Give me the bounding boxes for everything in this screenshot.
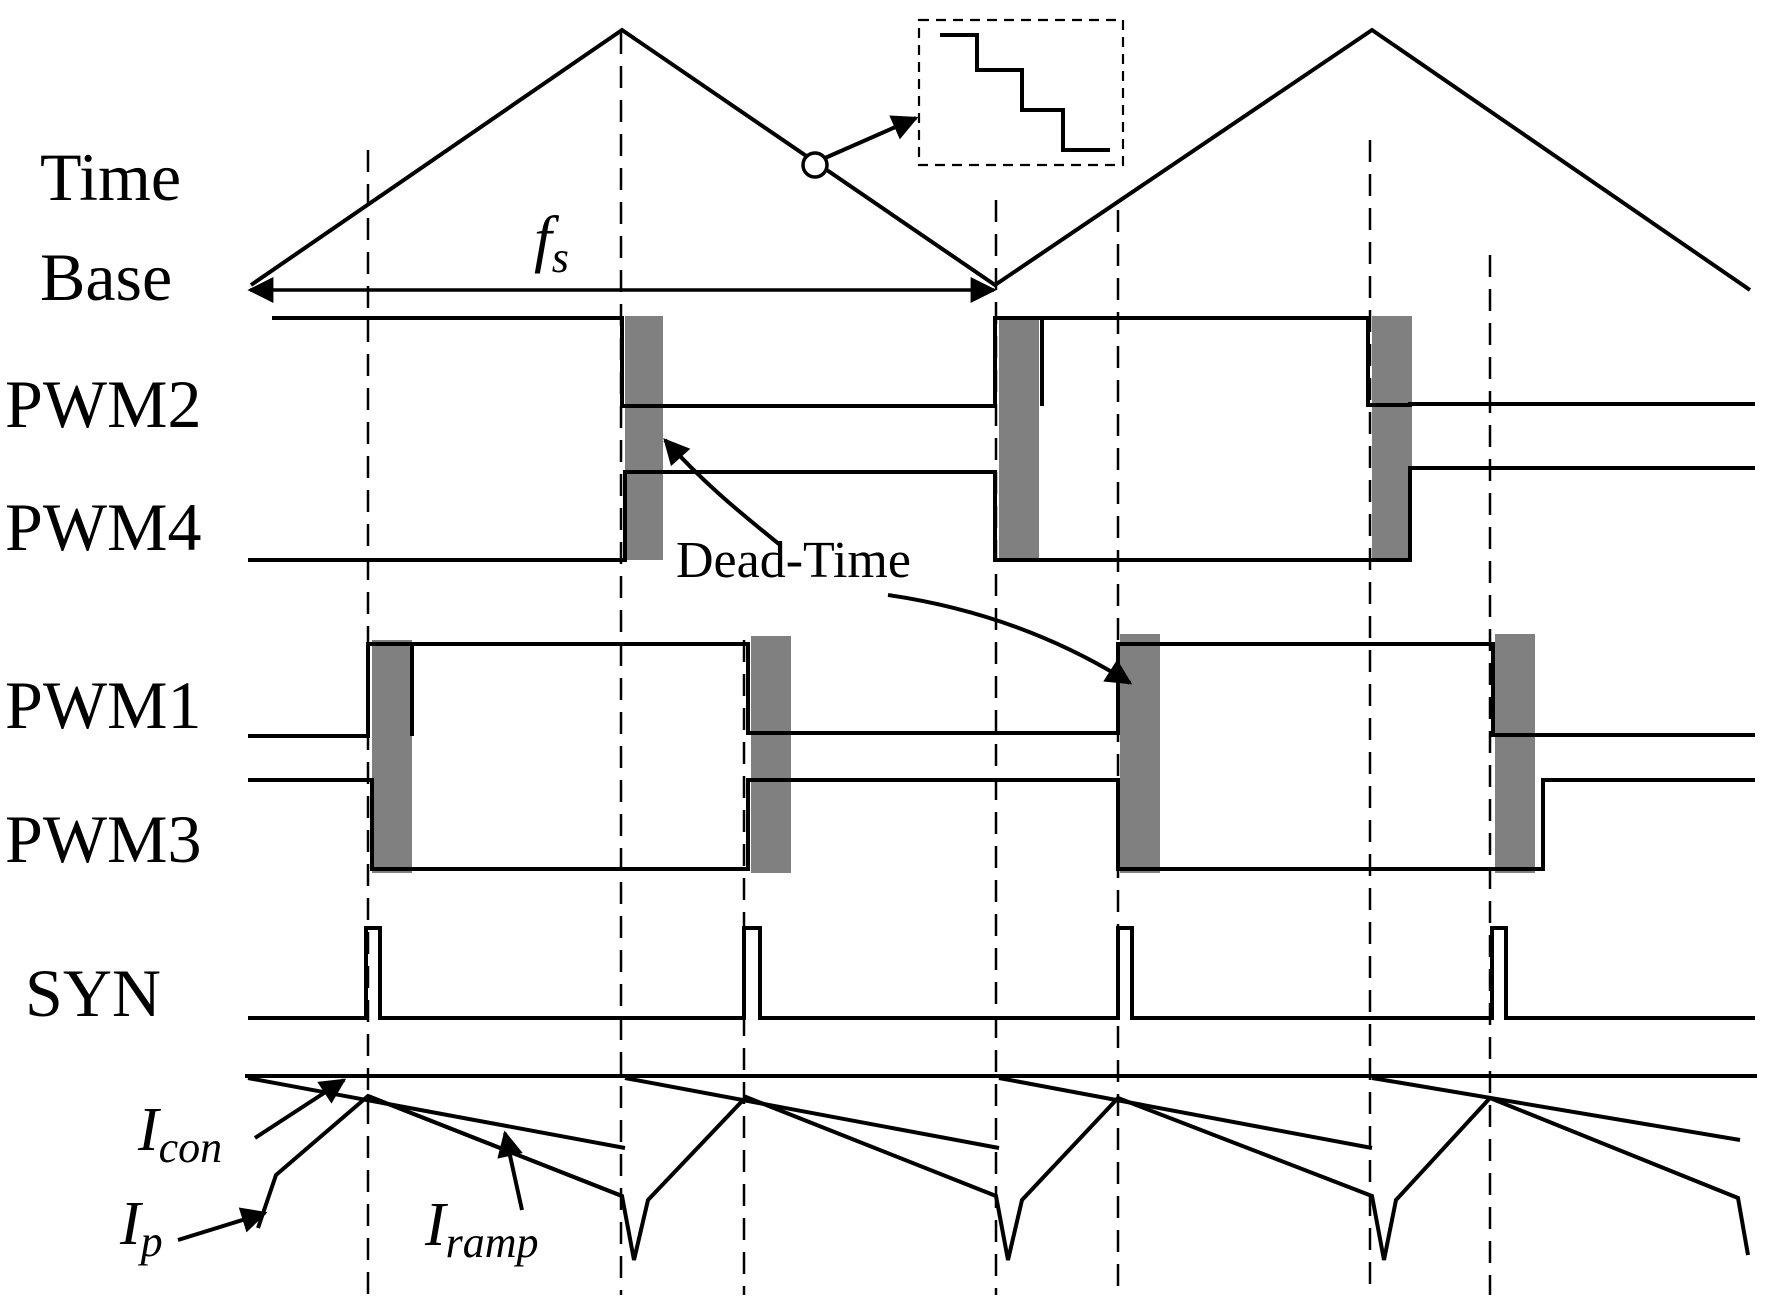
dead-time-block [751, 636, 791, 873]
fs-label-sub: s [552, 233, 569, 282]
icon-pointer-arrow [253, 1078, 347, 1140]
dead-time-label: Dead-Time [676, 532, 911, 589]
pwm2-waveform [272, 316, 1755, 408]
pwm3-waveform [248, 778, 1755, 871]
time-base-label-line1: Time [40, 139, 181, 215]
dead-time-block [1372, 316, 1412, 560]
icon-label: Icon [137, 1096, 222, 1172]
iramp-label-sub: ramp [446, 1218, 539, 1267]
dead-time-block [625, 316, 663, 560]
dead-time-blocks [372, 316, 1535, 873]
icon-segment [247, 1076, 626, 1150]
current-waveforms [245, 1074, 1757, 1261]
icon-segment [1371, 1076, 1741, 1142]
time-base-signal [247, 18, 1752, 303]
ip-label: Ip [119, 1190, 163, 1266]
pwm4-label: PWM4 [5, 489, 201, 565]
syn-signal [248, 926, 1755, 1020]
ip-label-sub: p [138, 1217, 163, 1266]
pwm4-waveform [248, 466, 1755, 562]
dead-time-pointer-arrow-2 [887, 593, 1133, 685]
dead-time-block [372, 640, 412, 873]
dead-time-pointer-arrow-1 [663, 438, 782, 547]
iramp-pointer-arrow [497, 1130, 524, 1211]
pwm-waveforms [248, 316, 1755, 871]
iramp-label: Iramp [424, 1191, 539, 1267]
pwm1-label: PWM1 [5, 667, 201, 743]
time-base-label-line2: Base [40, 239, 172, 315]
iramp-segment [367, 1094, 623, 1198]
pwm1-waveform [248, 642, 1755, 738]
dead-time-block [1120, 634, 1160, 873]
syn-label: SYN [25, 955, 161, 1031]
pwm2-label: PWM2 [5, 366, 201, 442]
iramp-label-main: I [424, 1191, 449, 1259]
dead-time-block [1495, 634, 1535, 873]
staircase-detail [940, 33, 1110, 152]
zoom-box [917, 18, 1125, 167]
icon-label-sub: con [159, 1123, 223, 1172]
annotation-arrows [177, 438, 1133, 1242]
dead-time-block [999, 316, 1039, 560]
zoom-arrow [824, 115, 919, 160]
syn-waveform [248, 926, 1755, 1020]
pwm3-label: PWM3 [5, 801, 201, 877]
icon-segment [624, 1076, 1000, 1150]
ip-pointer-arrow [177, 1207, 268, 1242]
fs-label: fs [534, 203, 569, 282]
sample-point-marker [801, 151, 829, 179]
ip-label-main: I [119, 1190, 144, 1258]
icon-label-main: I [137, 1096, 162, 1164]
signal-labels: Time Base fs PWM2 PWM4 PWM1 PWM3 SYN Dea… [5, 139, 911, 1267]
icon-segment [998, 1076, 1373, 1150]
